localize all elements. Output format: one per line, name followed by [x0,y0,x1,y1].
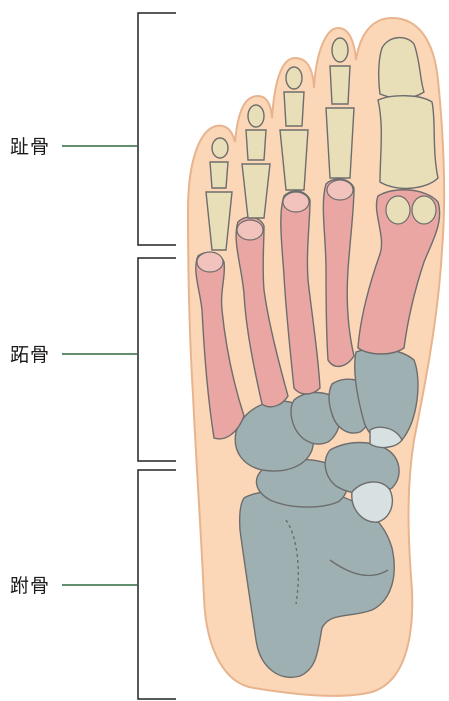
label-tarsals: 跗骨 [10,571,50,598]
tarsals-bracket [138,470,176,699]
label-metatarsals: 跖骨 [10,340,50,367]
toe3-middle [284,92,304,126]
toe2-distal [332,38,348,62]
toe4-distal [248,105,264,127]
leader-lines [62,146,137,585]
mt4-head [237,220,263,240]
toe3-distal [286,67,302,89]
bracket-lines [138,13,176,699]
toe2-middle [330,66,350,104]
toe5-distal [212,138,228,158]
toe5-middle [210,162,228,188]
toe1-proximal [378,96,438,189]
label-phalanges: 趾骨 [10,132,50,159]
sesamoid-medial [412,196,436,224]
mt2-head [327,180,353,200]
mt3-head [283,192,309,212]
metatarsals-bracket [138,258,176,461]
toe2-proximal [326,108,354,178]
toe4-middle [246,130,266,160]
mt5-head [197,252,223,272]
phalanges-bracket [138,13,176,245]
sesamoid-lateral [386,196,410,224]
